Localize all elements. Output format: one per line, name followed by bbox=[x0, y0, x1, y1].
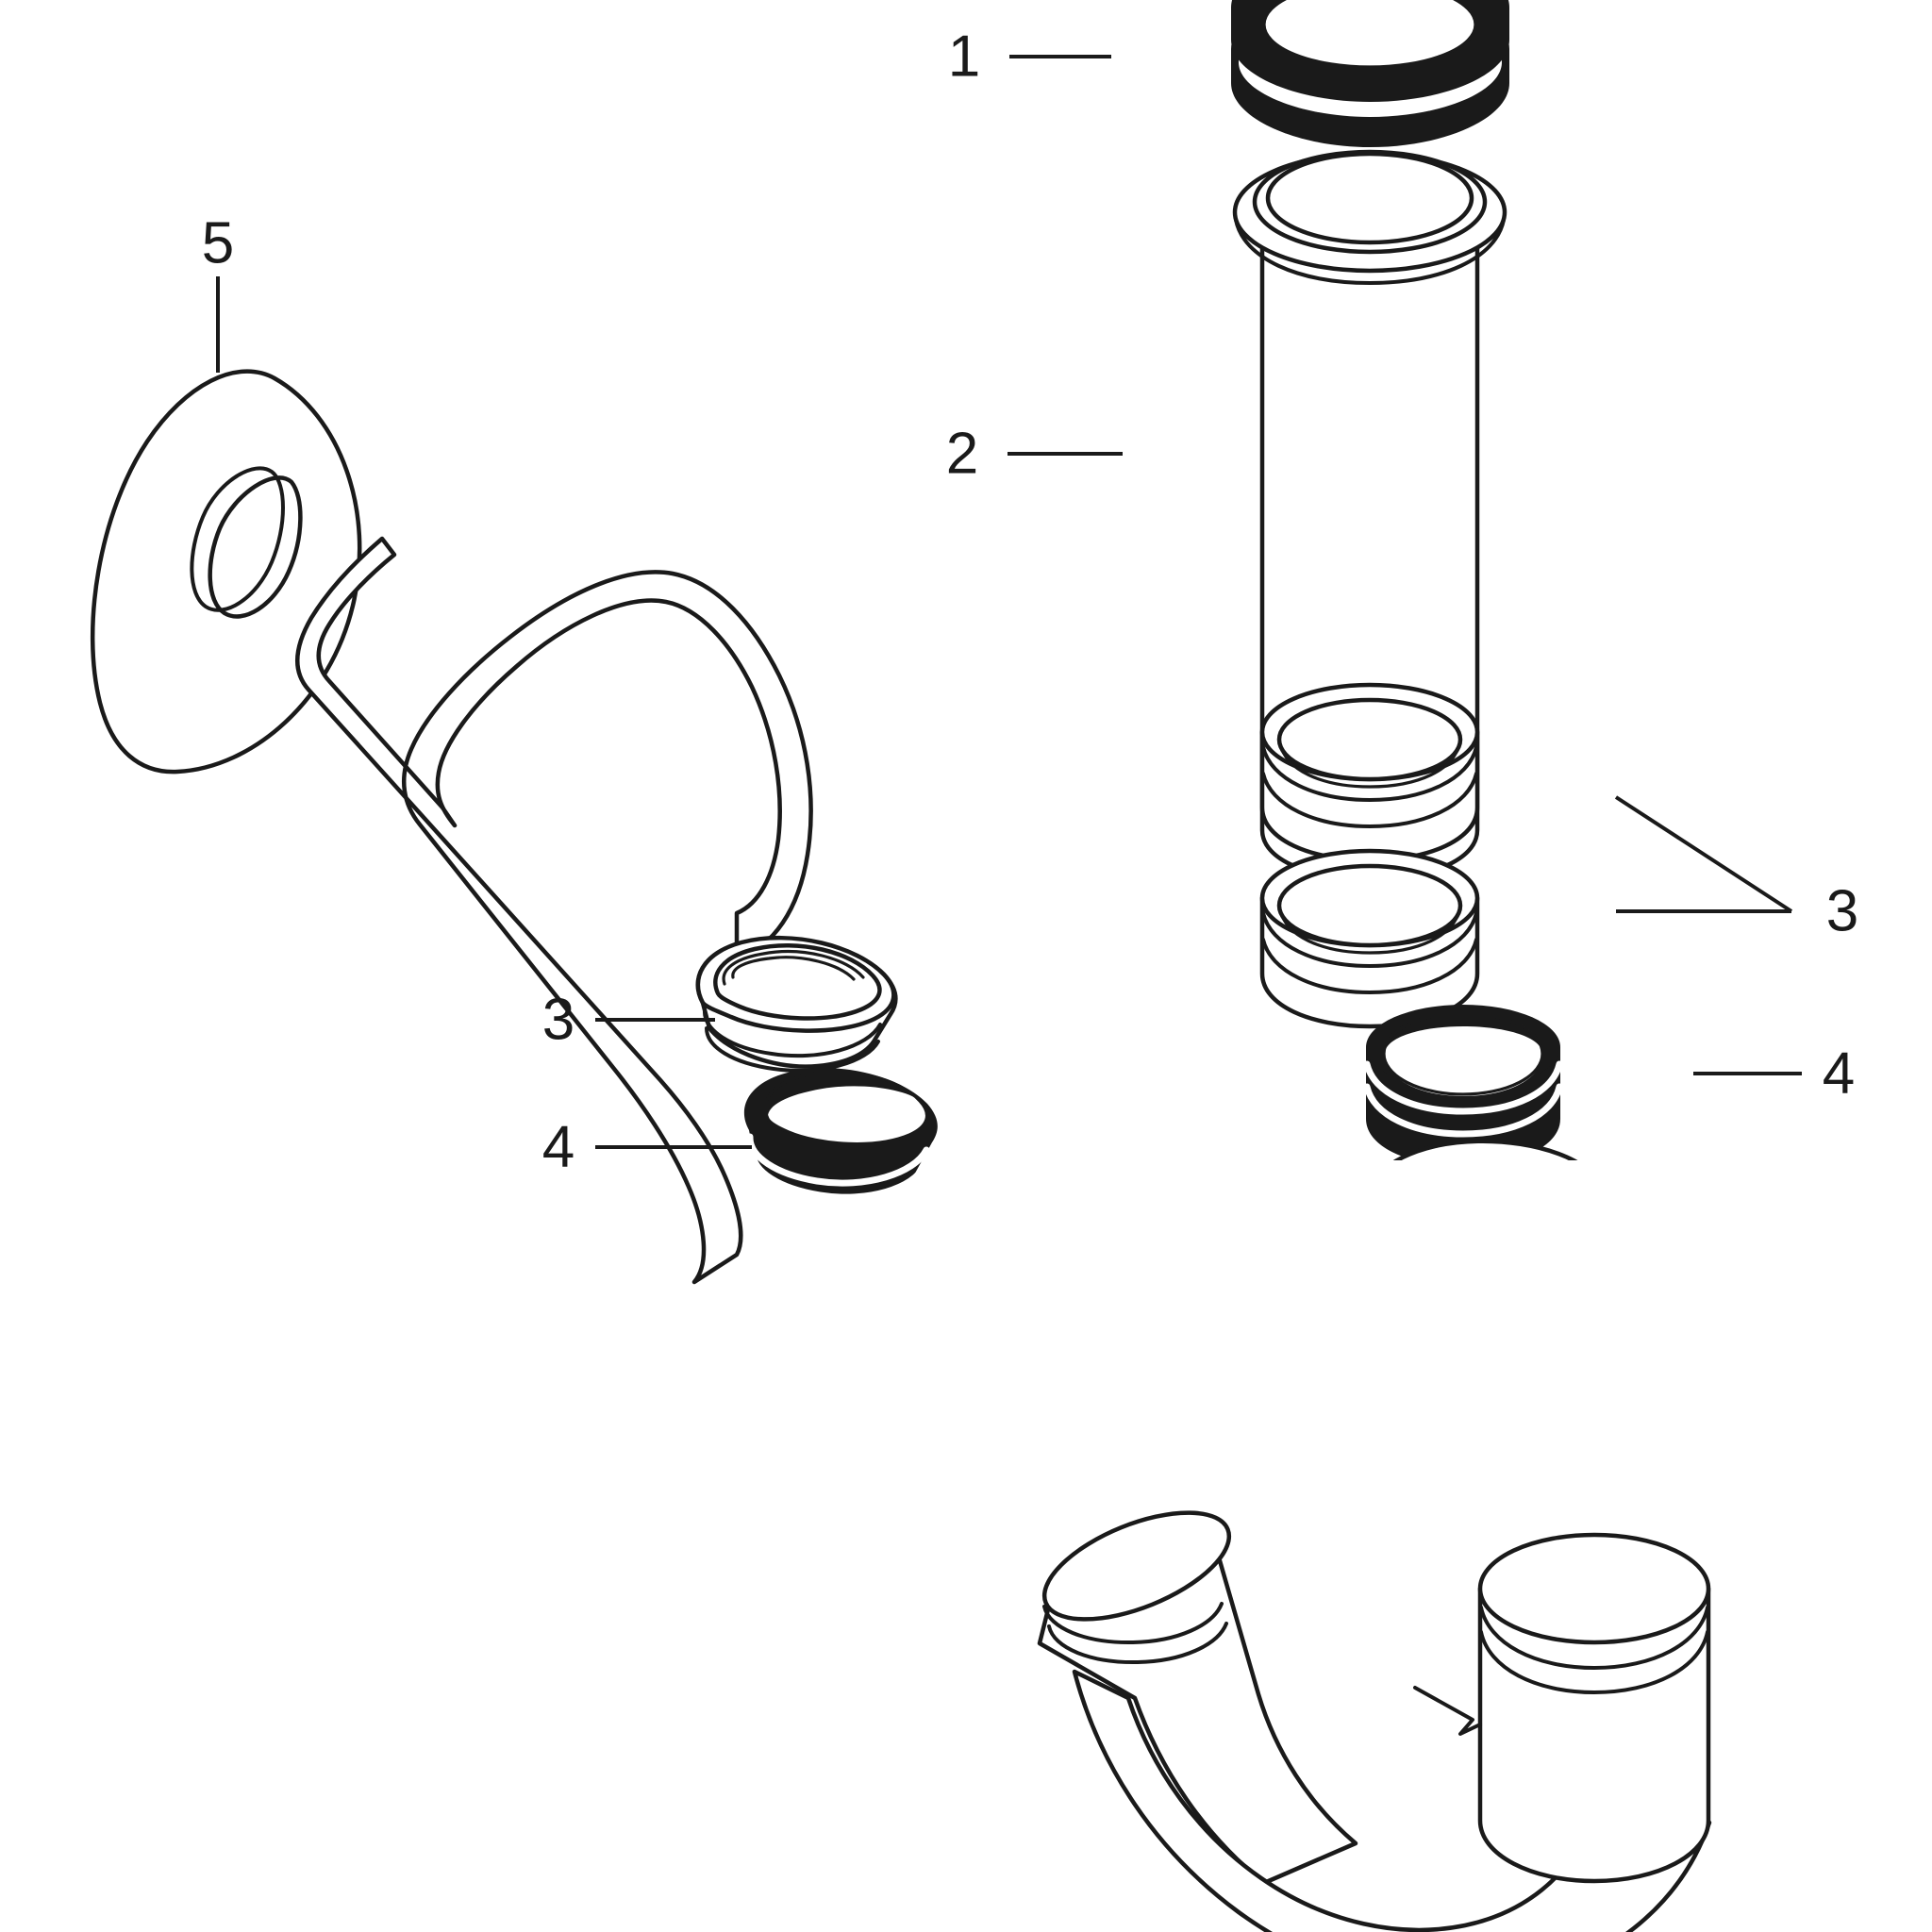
part-p-trap-detailed bbox=[991, 1160, 1915, 1932]
callout-numbers: 1 2 3 3 4 4 5 bbox=[202, 25, 1858, 1180]
part-slip-nut-left bbox=[695, 935, 898, 1073]
p-trap-right-arm bbox=[1477, 1532, 1711, 1884]
part-rubber-washer-right bbox=[1363, 1005, 1563, 1166]
callout-label-1: 1 bbox=[948, 25, 980, 90]
part-slip-nut-upper-right bbox=[1259, 682, 1480, 863]
p-trap-left-arm bbox=[1037, 1510, 1358, 1886]
part-gasket-ring bbox=[1231, 0, 1509, 147]
part-escutcheon-flange bbox=[90, 369, 362, 774]
callout-label-4-right: 4 bbox=[1823, 1041, 1855, 1107]
callout-label-3-left: 3 bbox=[542, 988, 575, 1053]
leader-line-3-right-upper bbox=[1614, 795, 1793, 913]
callout-label-3-right: 3 bbox=[1826, 879, 1858, 944]
callout-label-4-left: 4 bbox=[542, 1115, 575, 1180]
part-slip-nut-lower-right bbox=[1259, 848, 1480, 1029]
callout-label-2: 2 bbox=[946, 422, 978, 487]
callout-label-5: 5 bbox=[202, 211, 234, 276]
part-rubber-washer-left bbox=[743, 1068, 938, 1201]
leader-lines bbox=[216, 55, 1802, 1149]
part-spout-tube bbox=[295, 536, 813, 1285]
p-trap-u-bend bbox=[1072, 1669, 1712, 1932]
